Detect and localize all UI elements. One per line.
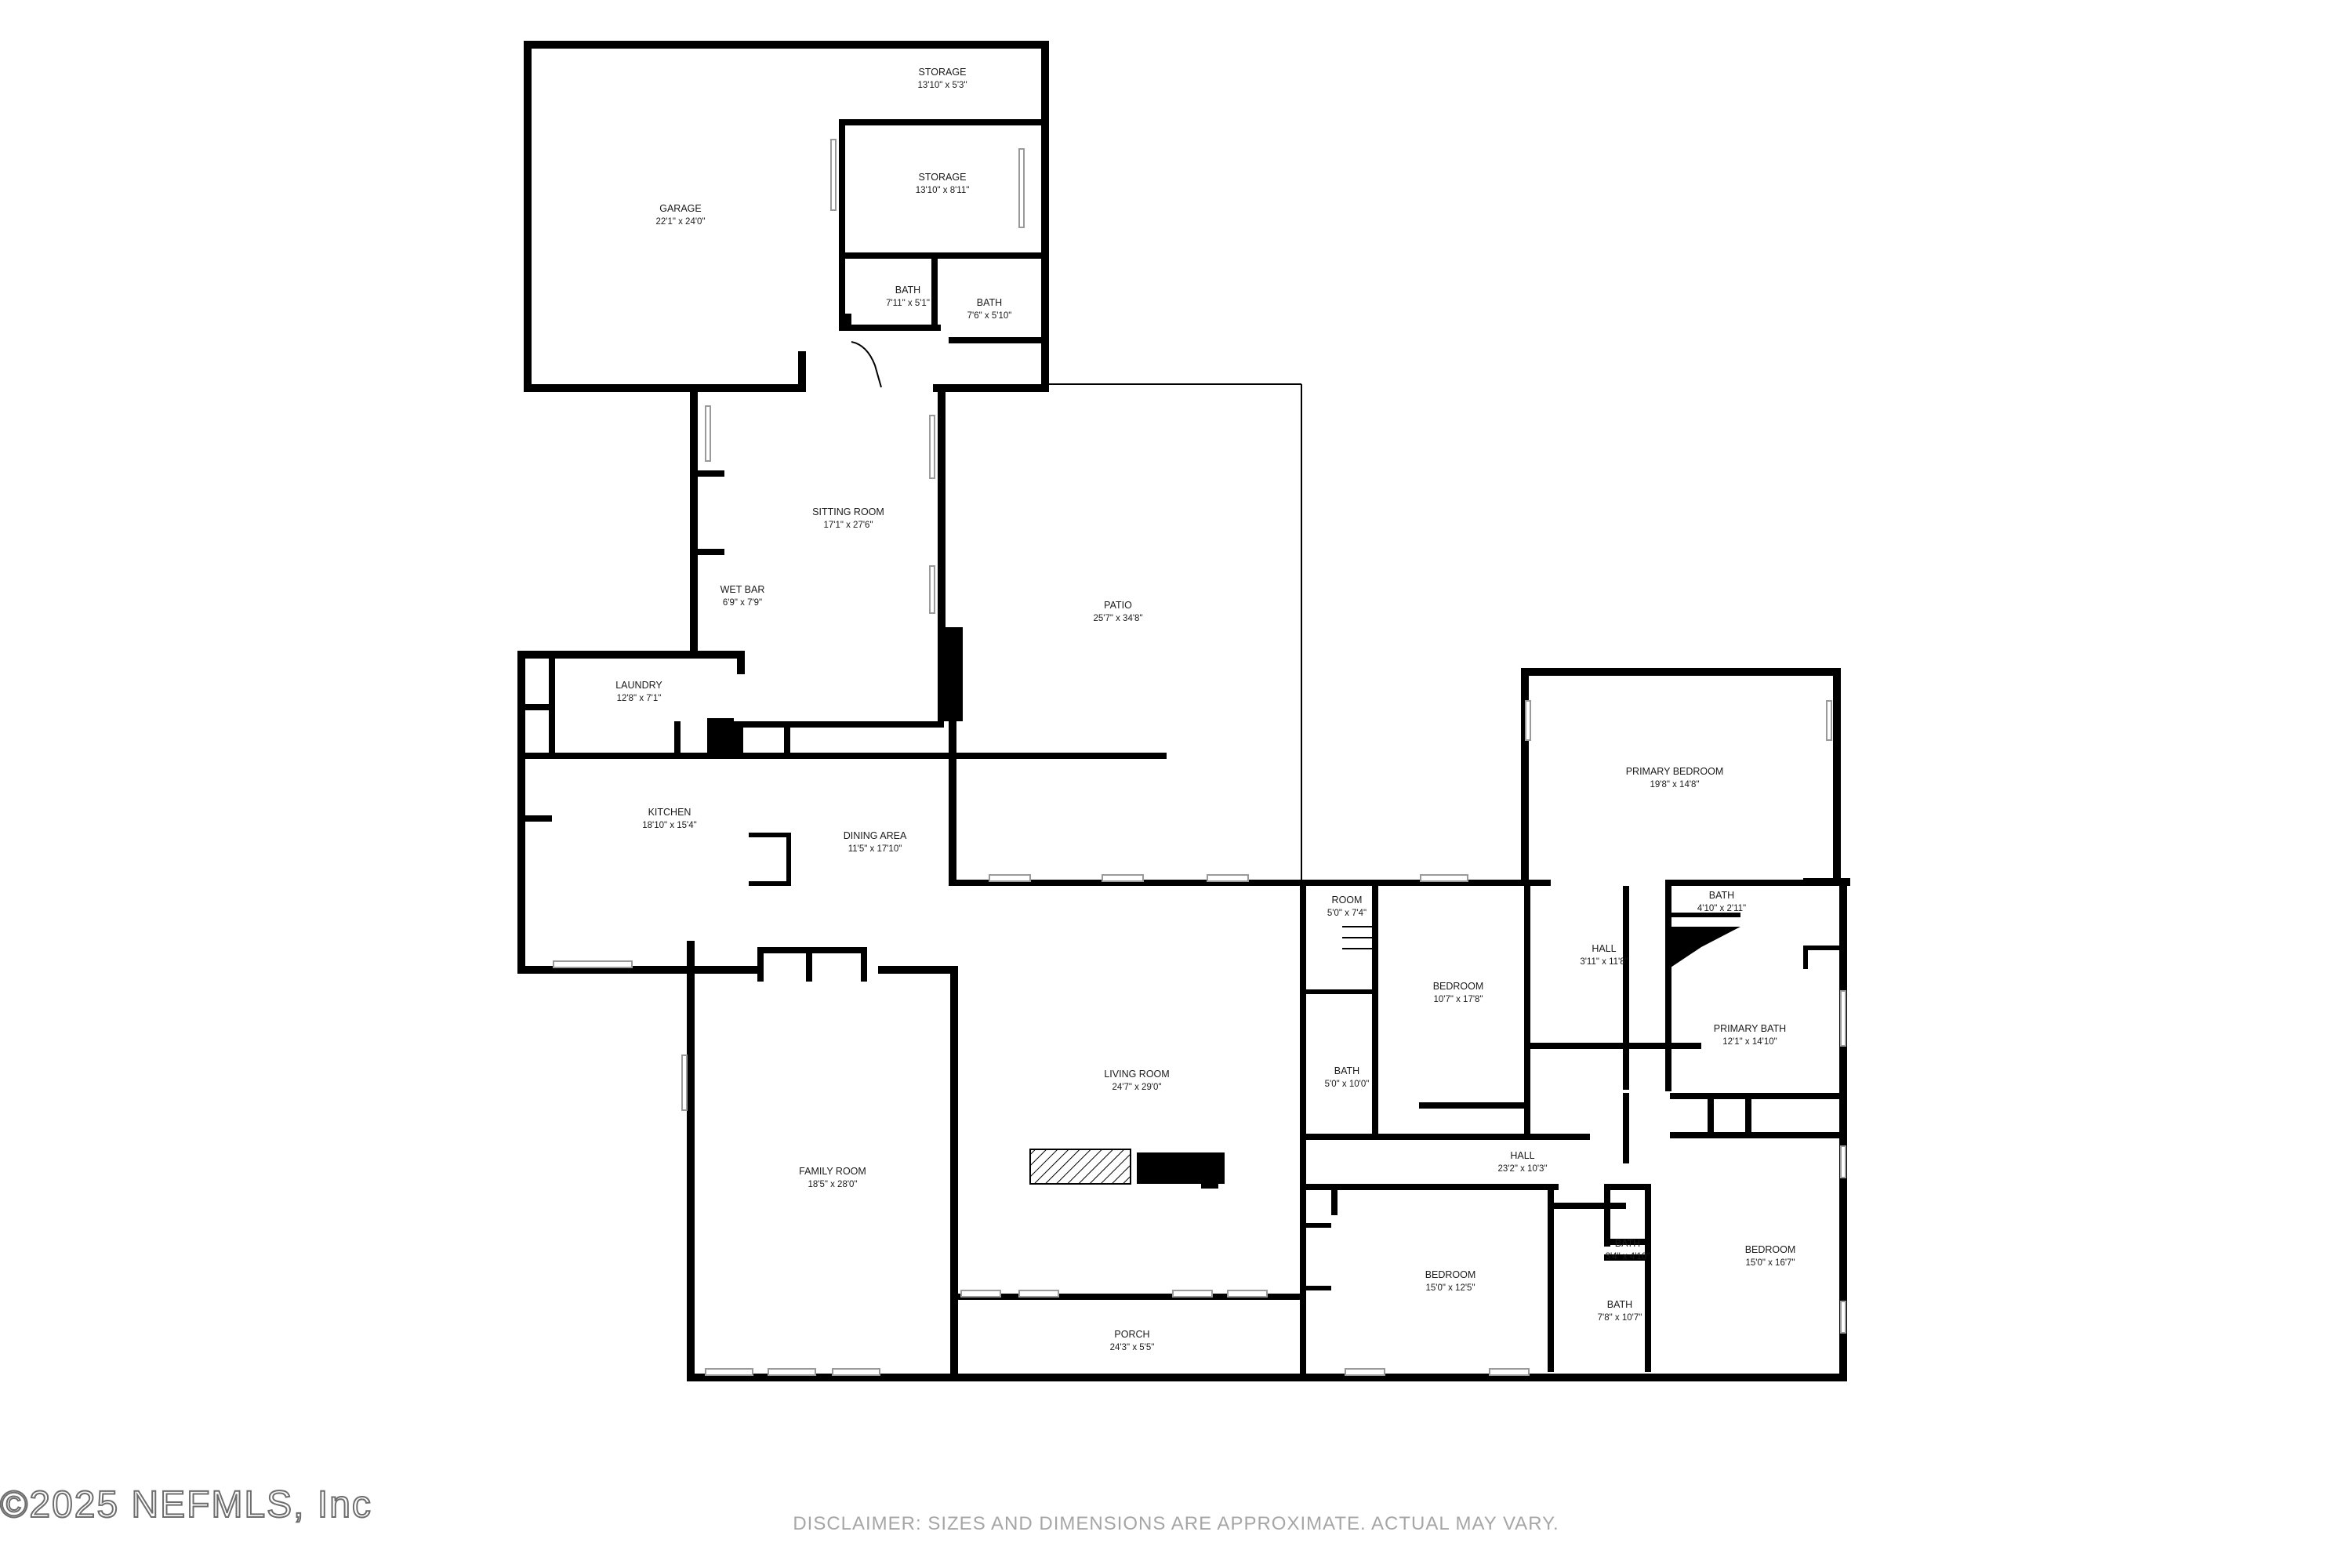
room-bath-primary-small: BATH 4'10" x 2'11" xyxy=(1697,890,1746,913)
svg-text:5'0" x 10'0": 5'0" x 10'0" xyxy=(1325,1080,1370,1089)
svg-text:GARAGE: GARAGE xyxy=(659,203,702,214)
room-bath-hall: BATH 5'0" x 10'0" xyxy=(1325,1065,1370,1089)
svg-text:18'5" x 28'0": 18'5" x 28'0" xyxy=(808,1180,857,1189)
room-primary-bath: PRIMARY BATH 12'1" x 14'10" xyxy=(1714,1023,1786,1047)
svg-text:HALL: HALL xyxy=(1510,1150,1534,1161)
svg-text:BEDROOM: BEDROOM xyxy=(1433,981,1484,992)
svg-text:KITCHEN: KITCHEN xyxy=(648,807,691,818)
copyright-watermark: ©2025 NEFMLS, Inc xyxy=(0,1483,372,1526)
room-patio: PATIO 25'7" x 34'8" xyxy=(1093,600,1142,623)
svg-text:PRIMARY BATH: PRIMARY BATH xyxy=(1714,1023,1786,1034)
svg-text:STORAGE: STORAGE xyxy=(919,67,967,78)
svg-text:BEDROOM: BEDROOM xyxy=(1425,1269,1476,1280)
svg-text:7'6" x 5'10": 7'6" x 5'10" xyxy=(967,311,1012,321)
room-porch: PORCH 24'3" x 5'5" xyxy=(1110,1329,1155,1352)
svg-text:WET BAR: WET BAR xyxy=(720,584,765,595)
room-bath-garage-small: BATH 7'11" x 5'1" xyxy=(886,285,930,308)
svg-text:24'3" x 5'5": 24'3" x 5'5" xyxy=(1110,1343,1155,1352)
thin-lines xyxy=(851,341,1377,1381)
room-bedroom-2: BEDROOM 10'7" x 17'8" xyxy=(1433,981,1484,1004)
svg-text:LAUNDRY: LAUNDRY xyxy=(615,680,662,691)
svg-text:SITTING ROOM: SITTING ROOM xyxy=(812,506,884,517)
svg-text:7'11" x 5'1": 7'11" x 5'1" xyxy=(886,299,930,308)
svg-text:BATH: BATH xyxy=(895,285,920,296)
svg-text:BATH: BATH xyxy=(1709,890,1734,901)
svg-text:6'9" x 7'9": 6'9" x 7'9" xyxy=(723,598,762,608)
svg-text:13'10" x 5'3": 13'10" x 5'3" xyxy=(917,81,967,90)
svg-text:3'4" x 4'10": 3'4" x 4'10" xyxy=(1606,1252,1650,1261)
room-dining-area: DINING AREA 11'5" x 17'10" xyxy=(844,830,907,854)
room-bedroom-4: BEDROOM 15'0" x 16'7" xyxy=(1745,1244,1796,1268)
room-labels: GARAGE 22'1" x 24'0" STORAGE 13'10" x 5'3"… xyxy=(615,67,1795,1352)
svg-text:4'10" x 2'11": 4'10" x 2'11" xyxy=(1697,904,1746,913)
room-bath-garage: BATH 7'6" x 5'10" xyxy=(967,297,1012,321)
svg-text:HALL: HALL xyxy=(1592,943,1616,954)
svg-text:12'8" x 7'1": 12'8" x 7'1" xyxy=(617,694,662,703)
svg-text:BATH: BATH xyxy=(1334,1065,1359,1076)
room-hall-main: HALL 23'2" x 10'3" xyxy=(1497,1150,1547,1174)
room-wet-bar: WET BAR 6'9" x 7'9" xyxy=(720,584,765,608)
svg-text:23'2" x 10'3": 23'2" x 10'3" xyxy=(1497,1164,1547,1174)
svg-text:PATIO: PATIO xyxy=(1104,600,1132,611)
svg-text:25'7" x 34'8": 25'7" x 34'8" xyxy=(1093,614,1142,623)
svg-text:LIVING ROOM: LIVING ROOM xyxy=(1104,1069,1169,1080)
svg-text:FAMILY ROOM: FAMILY ROOM xyxy=(799,1166,866,1177)
room-hall-small: HALL 3'11" x 11'8" xyxy=(1580,943,1628,967)
room-laundry: LAUNDRY 12'8" x 7'1" xyxy=(615,680,662,703)
svg-text:22'1" x 24'0": 22'1" x 24'0" xyxy=(655,217,705,227)
room-primary-bedroom: PRIMARY BEDROOM 19'8" x 14'8" xyxy=(1626,766,1724,789)
svg-text:7'8" x 10'7": 7'8" x 10'7" xyxy=(1598,1313,1642,1323)
svg-text:19'8" x 14'8": 19'8" x 14'8" xyxy=(1650,780,1699,789)
svg-text:PRIMARY BEDROOM: PRIMARY BEDROOM xyxy=(1626,766,1724,777)
windows xyxy=(553,139,1846,1376)
svg-text:10'7" x 17'8": 10'7" x 17'8" xyxy=(1433,995,1483,1004)
svg-text:15'0" x 16'7": 15'0" x 16'7" xyxy=(1745,1258,1795,1268)
room-storage-mid: STORAGE 13'10" x 8'11" xyxy=(916,172,970,195)
room-storage-top: STORAGE 13'10" x 5'3" xyxy=(917,67,967,90)
room-living-room: LIVING ROOM 24'7" x 29'0" xyxy=(1104,1069,1169,1092)
svg-text:ROOM: ROOM xyxy=(1332,895,1363,906)
svg-text:24'7" x 29'0": 24'7" x 29'0" xyxy=(1112,1083,1161,1092)
svg-text:5'0" x 7'4": 5'0" x 7'4" xyxy=(1327,909,1367,918)
svg-text:PORCH: PORCH xyxy=(1114,1329,1149,1340)
room-bedroom-3: BEDROOM 15'0" x 12'5" xyxy=(1425,1269,1476,1293)
svg-text:13'10" x 8'11": 13'10" x 8'11" xyxy=(916,186,970,195)
svg-text:12'1" x 14'10": 12'1" x 14'10" xyxy=(1722,1037,1777,1047)
svg-text:BATH: BATH xyxy=(1607,1299,1632,1310)
svg-text:17'1" x 27'6": 17'1" x 27'6" xyxy=(823,521,873,530)
svg-text:BATH: BATH xyxy=(977,297,1002,308)
svg-text:DINING AREA: DINING AREA xyxy=(844,830,907,841)
room-sitting-room: SITTING ROOM 17'1" x 27'6" xyxy=(812,506,884,530)
svg-text:3'11" x 11'8": 3'11" x 11'8" xyxy=(1580,957,1628,967)
svg-text:BEDROOM: BEDROOM xyxy=(1745,1244,1796,1255)
disclaimer-text: DISCLAIMER: SIZES AND DIMENSIONS ARE APP… xyxy=(793,1513,1559,1534)
svg-text:11'5" x 17'10": 11'5" x 17'10" xyxy=(848,844,902,854)
room-garage: GARAGE 22'1" x 24'0" xyxy=(655,203,705,227)
svg-text:STORAGE: STORAGE xyxy=(919,172,967,183)
svg-text:15'0" x 12'5": 15'0" x 12'5" xyxy=(1425,1283,1475,1293)
room-bath-shared: BATH 7'8" x 10'7" xyxy=(1598,1299,1642,1323)
room-bath-small: BATH 3'4" x 4'10" xyxy=(1606,1238,1650,1261)
room-room-small: ROOM 5'0" x 7'4" xyxy=(1327,895,1367,918)
svg-text:18'10" x 15'4": 18'10" x 15'4" xyxy=(642,821,696,830)
room-family-room: FAMILY ROOM 18'5" x 28'0" xyxy=(799,1166,866,1189)
walls xyxy=(517,41,1850,1381)
svg-text:BATH: BATH xyxy=(1615,1238,1640,1249)
room-kitchen: KITCHEN 18'10" x 15'4" xyxy=(642,807,696,830)
